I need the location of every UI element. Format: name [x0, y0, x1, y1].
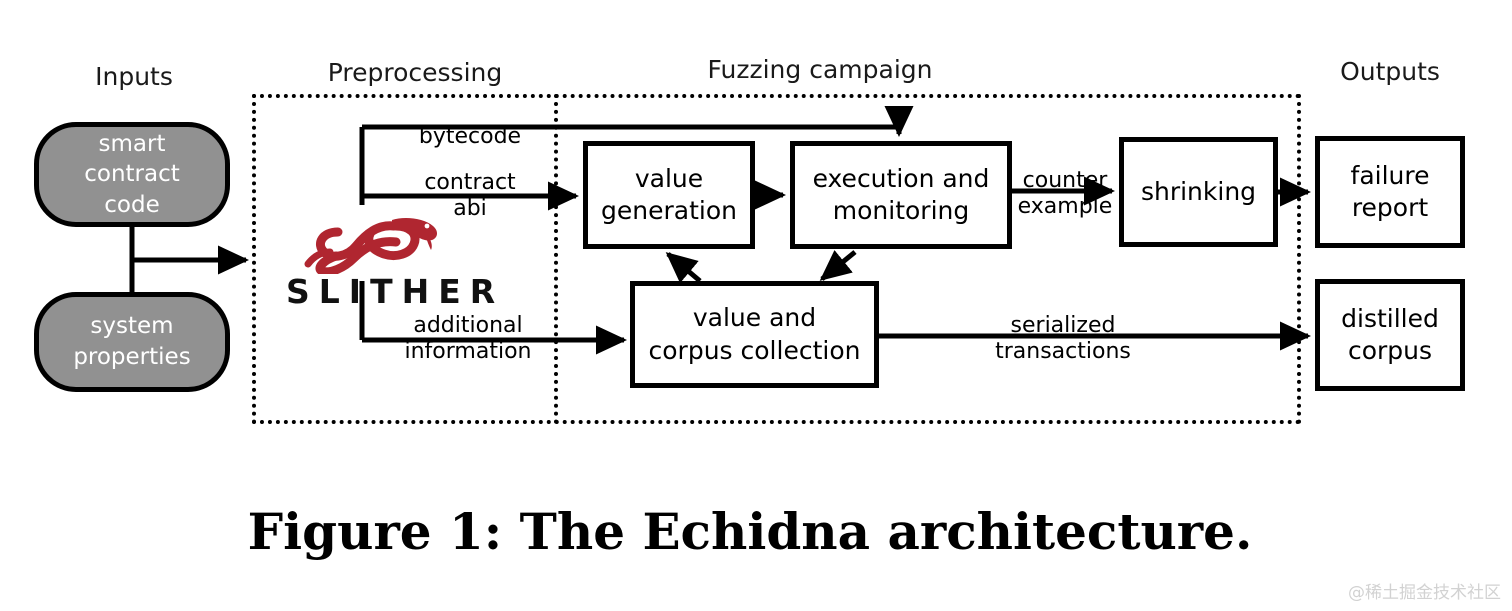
additional-information-line-1: additional: [413, 313, 523, 338]
section-header-preprocessing: Preprocessing: [327, 58, 503, 87]
serialized-transactions-line-2: transactions: [995, 338, 1131, 364]
value-corpus-collection-line-1: value and: [692, 303, 817, 332]
dotted-divider-preprocessing-fuzzing: [554, 94, 558, 424]
execution-monitoring-line-1: execution and: [812, 163, 990, 193]
section-header-fuzzing-campaign: Fuzzing campaign: [707, 55, 933, 84]
smart-contract-code-line-1: smart: [98, 130, 166, 157]
slither-snake-icon: [300, 212, 444, 277]
watermark: @稀土掘金技术社区: [1348, 583, 1501, 603]
dotted-region-pipeline: [252, 94, 1301, 424]
process-node-value-generation: value generation: [583, 141, 755, 249]
contract-abi-line-1: contract: [424, 170, 516, 195]
edge-label-serialized-transactions: serialized transactions: [963, 313, 1163, 365]
distilled-corpus-line-1: distilled: [1341, 303, 1439, 333]
bytecode-line-1: bytecode: [418, 124, 522, 149]
counter-example-line-2: example: [1017, 193, 1113, 219]
process-node-execution-and-monitoring: execution and monitoring: [790, 141, 1012, 249]
system-properties-line-1: system: [90, 313, 174, 340]
failure-report-line-1: failure: [1350, 160, 1430, 190]
smart-contract-code-line-2: contract: [84, 161, 180, 188]
figure-caption: Figure 1: The Echidna architecture.: [247, 502, 1253, 561]
section-header-outputs: Outputs: [1340, 57, 1440, 86]
slither-wordmark: SLITHER: [286, 272, 505, 311]
shrinking-line-1: shrinking: [1140, 176, 1257, 206]
edge-label-bytecode: bytecode: [370, 124, 570, 150]
counter-example-line-1: counter: [1022, 168, 1108, 193]
value-generation-line-1: value: [634, 163, 704, 193]
contract-abi-line-2: abi: [453, 195, 487, 221]
edge-label-additional-information: additional information: [368, 313, 568, 365]
execution-monitoring-line-2: monitoring: [832, 196, 970, 225]
output-node-distilled-corpus: distilled corpus: [1315, 279, 1465, 391]
distilled-corpus-line-2: corpus: [1347, 336, 1433, 365]
value-corpus-collection-line-2: corpus collection: [648, 335, 861, 365]
failure-report-line-2: report: [1351, 193, 1429, 222]
additional-information-line-2: information: [404, 338, 532, 364]
value-generation-line-2: generation: [601, 196, 737, 225]
edge-label-counter-example: counter example: [1010, 168, 1120, 220]
serialized-transactions-line-1: serialized: [1010, 313, 1116, 338]
section-header-inputs: Inputs: [95, 62, 173, 91]
edge-label-contract-abi: contract abi: [370, 170, 570, 222]
input-node-system-properties: system properties: [34, 292, 230, 392]
process-node-value-and-corpus-collection: value and corpus collection: [630, 281, 879, 388]
system-properties-line-2: properties: [73, 344, 191, 370]
input-node-smart-contract-code: smart contract code: [34, 122, 230, 227]
process-node-shrinking: shrinking: [1119, 137, 1278, 247]
smart-contract-code-line-3: code: [104, 191, 160, 218]
output-node-failure-report: failure report: [1315, 136, 1465, 248]
